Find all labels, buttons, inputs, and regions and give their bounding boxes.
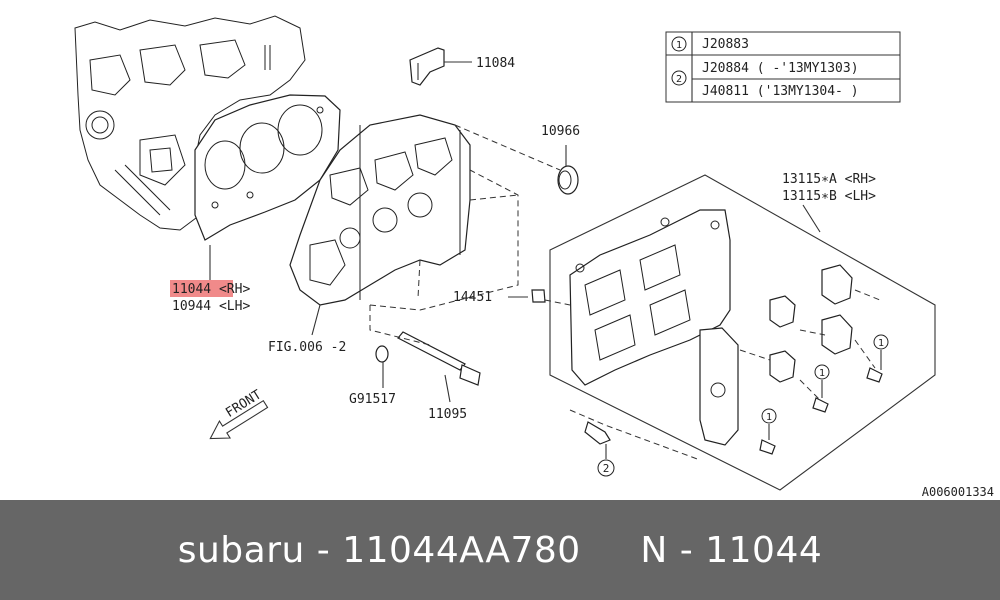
head-gasket-drawing bbox=[194, 94, 341, 241]
callout-13115b: 13115∗B <LH> bbox=[782, 189, 876, 204]
leader-lines bbox=[209, 61, 821, 403]
bolts-drawing bbox=[375, 289, 883, 455]
legend-marker-1: 1 bbox=[676, 40, 682, 51]
callout-11044: 11044 <RH> bbox=[172, 282, 250, 297]
cam-caps-drawing bbox=[769, 264, 853, 383]
callout-labels: 11084 10966 13115∗A <RH> 13115∗B <LH> 11… bbox=[170, 56, 876, 422]
part-number-caption: subaru - 11044AA780 N - 11044 bbox=[177, 529, 823, 571]
callout-g91517: G91517 bbox=[349, 392, 396, 407]
part-markers: 1 1 1 2 bbox=[597, 334, 889, 477]
part-11084-drawing bbox=[409, 47, 445, 86]
marker-2: 2 bbox=[597, 459, 615, 477]
marker-1-c: 1 bbox=[761, 408, 777, 424]
callout-fig006: FIG.006 -2 bbox=[268, 340, 346, 355]
marker-1-b: 1 bbox=[814, 364, 830, 380]
svg-text:2: 2 bbox=[603, 462, 610, 475]
highlight-11044 bbox=[170, 280, 233, 297]
assembly-box bbox=[549, 174, 936, 491]
parts-diagram: 11084 10966 13115∗A <RH> 13115∗B <LH> 11… bbox=[74, 15, 994, 499]
callout-11095: 11095 bbox=[428, 407, 467, 422]
front-arrow: FRONT bbox=[209, 387, 269, 440]
diagram-canvas: 11084 10966 13115∗A <RH> 13115∗B <LH> 11… bbox=[74, 15, 994, 499]
legend-part-j40811: J40811 ('13MY1304- ) bbox=[702, 84, 859, 99]
callout-10966: 10966 bbox=[541, 124, 580, 139]
footer-bar: subaru - 11044AA780 N - 11044 bbox=[0, 500, 1000, 600]
callout-14451: 14451 bbox=[453, 290, 492, 305]
legend-part-j20884: J20884 ( -'13MY1303) bbox=[702, 61, 859, 76]
callout-11084: 11084 bbox=[476, 56, 515, 71]
svg-text:1: 1 bbox=[766, 412, 772, 423]
legend-part-j20883: J20883 bbox=[702, 37, 749, 52]
svg-text:1: 1 bbox=[819, 368, 825, 379]
marker-1-a: 1 bbox=[873, 334, 889, 350]
svg-text:1: 1 bbox=[878, 338, 884, 349]
legend-table: 1 2 J20883 J20884 ( -'13MY1303) J40811 (… bbox=[665, 31, 901, 103]
assembly-dashed-lines bbox=[369, 124, 881, 461]
cylinder-head-drawing bbox=[289, 114, 471, 306]
engine-block-drawing bbox=[74, 15, 306, 231]
seal-10966-drawing bbox=[557, 165, 579, 195]
legend-marker-2: 2 bbox=[676, 74, 682, 85]
figure-code: A006001334 bbox=[922, 485, 994, 499]
cam-carrier-drawing bbox=[569, 209, 739, 446]
callout-13115a: 13115∗A <RH> bbox=[782, 172, 876, 187]
callout-10944: 10944 <LH> bbox=[172, 299, 250, 314]
